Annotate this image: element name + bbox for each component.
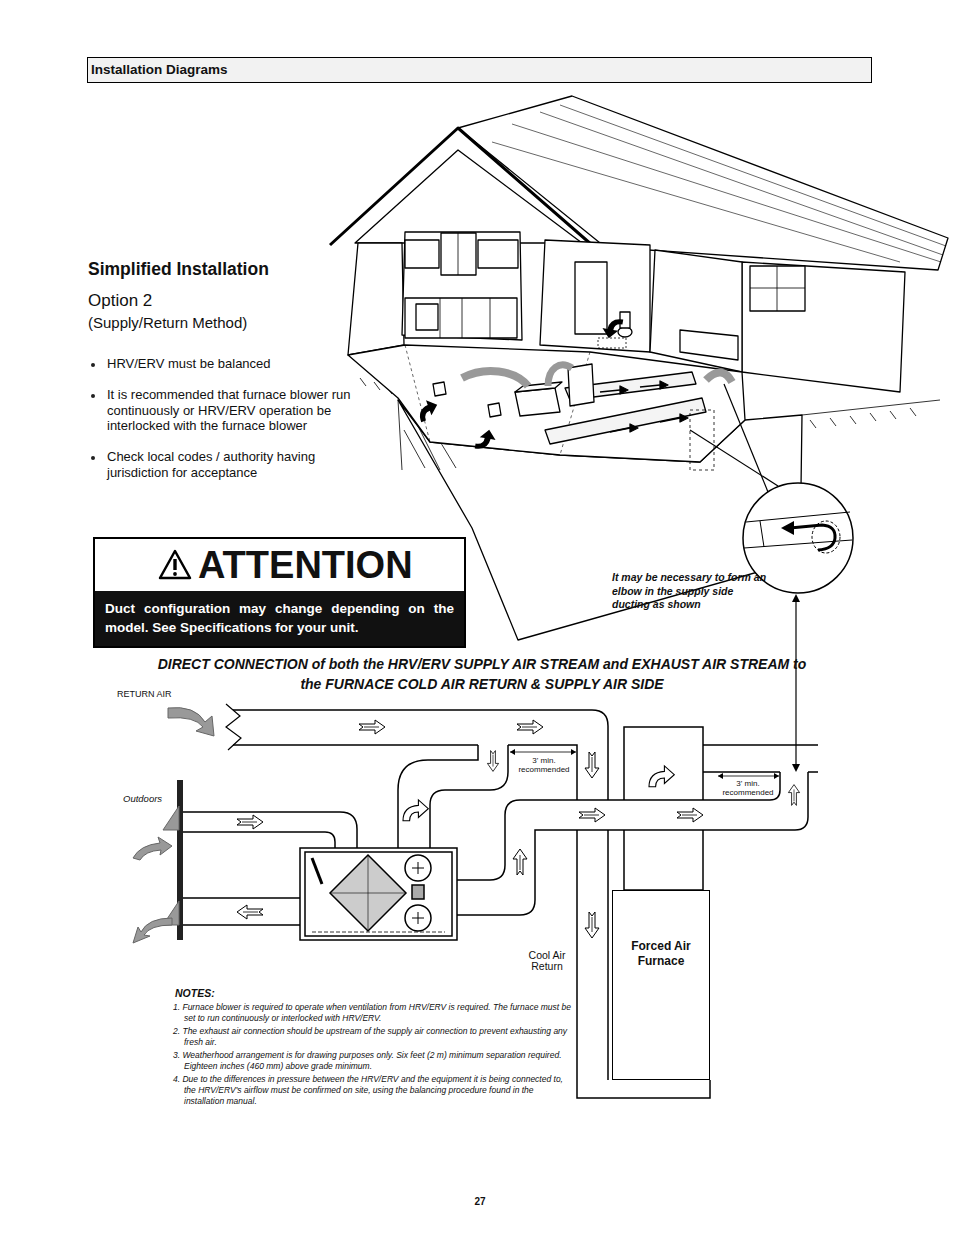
air-arrow bbox=[133, 918, 172, 943]
note-text: 3. Weatherhood arrangement is for drawin… bbox=[173, 1050, 571, 1072]
attention-body: Duct configuration may change depending … bbox=[95, 591, 464, 646]
header-text: Installation Diagrams bbox=[88, 58, 871, 78]
furnace-label: Forced Air Furnace bbox=[613, 939, 709, 969]
air-arrow bbox=[415, 397, 441, 422]
note-text: 2. The exhaust air connection should be … bbox=[173, 1026, 571, 1048]
air-arrow bbox=[601, 316, 623, 340]
bullet-dots bbox=[91, 363, 95, 460]
dimension-label: 3' min. recommended bbox=[513, 756, 575, 774]
air-arrow bbox=[133, 837, 172, 860]
attention-box: ATTENTIONDuct configuration may change d… bbox=[93, 537, 466, 648]
flow-label: Outdoors bbox=[123, 793, 162, 804]
header-band: Installation Diagrams bbox=[87, 57, 872, 83]
page-number: 27 bbox=[467, 1196, 493, 1207]
duct-schematic bbox=[163, 704, 818, 1098]
air-arrow bbox=[475, 428, 497, 452]
duct-label: Cool Air Return bbox=[519, 950, 575, 972]
bullet-text: Check local codes / authority having jur… bbox=[107, 449, 369, 480]
air-arrow bbox=[168, 708, 214, 736]
flow-arrows bbox=[237, 720, 800, 938]
option-label: Option 2 bbox=[88, 291, 152, 311]
warning-icon bbox=[158, 549, 192, 580]
bullet-text: HRV/ERV must be balanced bbox=[107, 356, 377, 372]
furnace-box: Forced Air Furnace bbox=[612, 890, 710, 1080]
section-title: Simplified Installation bbox=[88, 259, 269, 280]
flow-label: RETURN AIR bbox=[117, 689, 172, 699]
bullet-text: It is recommended that furnace blower ru… bbox=[107, 387, 382, 434]
note-text: 1. Furnace blower is required to operate… bbox=[173, 1002, 571, 1024]
callout-note: It may be necessary to form an elbow in … bbox=[612, 571, 772, 612]
note-text: 4. Due to the differences in pressure be… bbox=[173, 1074, 571, 1107]
method-label: (Supply/Return Method) bbox=[88, 314, 247, 331]
notes-heading: NOTES: bbox=[175, 987, 215, 999]
attention-heading: ATTENTION bbox=[95, 539, 464, 591]
diagram-heading: DIRECT CONNECTION of both the HRV/ERV SU… bbox=[152, 654, 812, 694]
dimension-label: 3' min. recommended bbox=[718, 779, 778, 797]
